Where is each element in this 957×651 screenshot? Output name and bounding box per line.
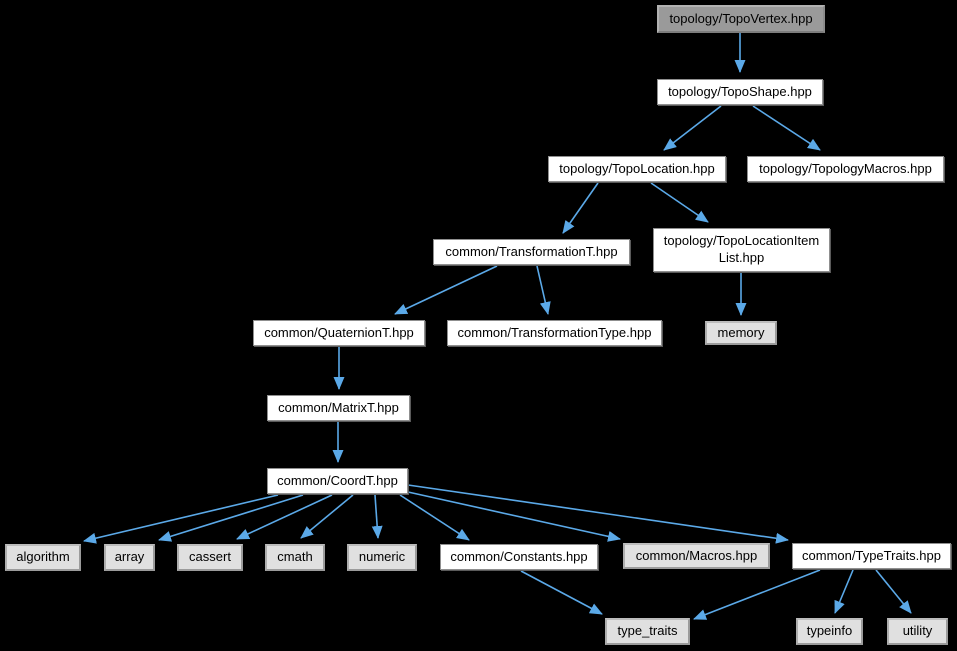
node-cassert[interactable]: cassert xyxy=(177,544,243,571)
node-common-transformationtype-hpp[interactable]: common/TransformationType.hpp xyxy=(447,320,662,346)
edge-coordt-array xyxy=(158,494,304,542)
edge-coordt-constants xyxy=(399,494,470,541)
edge-coordt-macros xyxy=(407,491,621,542)
edge-coordt-cassert xyxy=(236,494,333,540)
node-type-traits[interactable]: type_traits xyxy=(605,618,690,645)
edge-topolocation-itemlist xyxy=(650,182,709,223)
node-common-quaterniont-hpp[interactable]: common/QuaternionT.hpp xyxy=(253,320,425,346)
edge-coordt-numeric xyxy=(371,494,383,539)
node-topology-topolocation-hpp[interactable]: topology/TopoLocation.hpp xyxy=(548,156,726,182)
node-utility[interactable]: utility xyxy=(887,618,948,645)
edge-typetraitshpp-typeinfo xyxy=(834,569,854,614)
edge-typetraitshpp-utility xyxy=(875,569,912,614)
edge-toposhape-topolocation xyxy=(663,105,722,151)
edge-constants-typetraits-std xyxy=(520,570,603,615)
node-common-coordt-hpp[interactable]: common/CoordT.hpp xyxy=(267,468,408,494)
node-topology-topolocationitemlist-hpp[interactable]: topology/TopoLocationItem List.hpp xyxy=(653,228,830,272)
node-common-macros-hpp[interactable]: common/Macros.hpp xyxy=(623,543,770,569)
node-numeric[interactable]: numeric xyxy=(347,544,417,571)
node-topology-topologymacros-hpp[interactable]: topology/TopologyMacros.hpp xyxy=(747,156,944,182)
node-cmath[interactable]: cmath xyxy=(265,544,325,571)
node-common-constants-hpp[interactable]: common/Constants.hpp xyxy=(440,544,598,570)
node-topology-toposhape-hpp[interactable]: topology/TopoShape.hpp xyxy=(657,79,823,105)
node-topology-topovertex-hpp[interactable]: topology/TopoVertex.hpp xyxy=(657,5,825,33)
node-common-typetraits-hpp[interactable]: common/TypeTraits.hpp xyxy=(792,543,951,569)
edge-transformationt-transformationtype xyxy=(536,265,551,315)
edge-coordt-algorithm xyxy=(83,494,279,544)
node-array[interactable]: array xyxy=(104,544,155,571)
edge-typetraitshpp-typetraits-std xyxy=(693,569,821,620)
edge-toposhape-topologymacros xyxy=(752,105,821,151)
edge-coordt-typetraits xyxy=(407,484,789,544)
node-algorithm[interactable]: algorithm xyxy=(5,544,81,571)
edge-transformationt-quaterniont xyxy=(394,265,498,315)
node-common-matrixt-hpp[interactable]: common/MatrixT.hpp xyxy=(267,395,410,421)
edge-topolocation-transformationt xyxy=(562,182,599,234)
node-memory[interactable]: memory xyxy=(705,321,777,345)
edge-coordt-cmath xyxy=(300,494,354,539)
node-typeinfo[interactable]: typeinfo xyxy=(796,618,863,645)
node-common-transformationt-hpp[interactable]: common/TransformationT.hpp xyxy=(433,239,630,265)
